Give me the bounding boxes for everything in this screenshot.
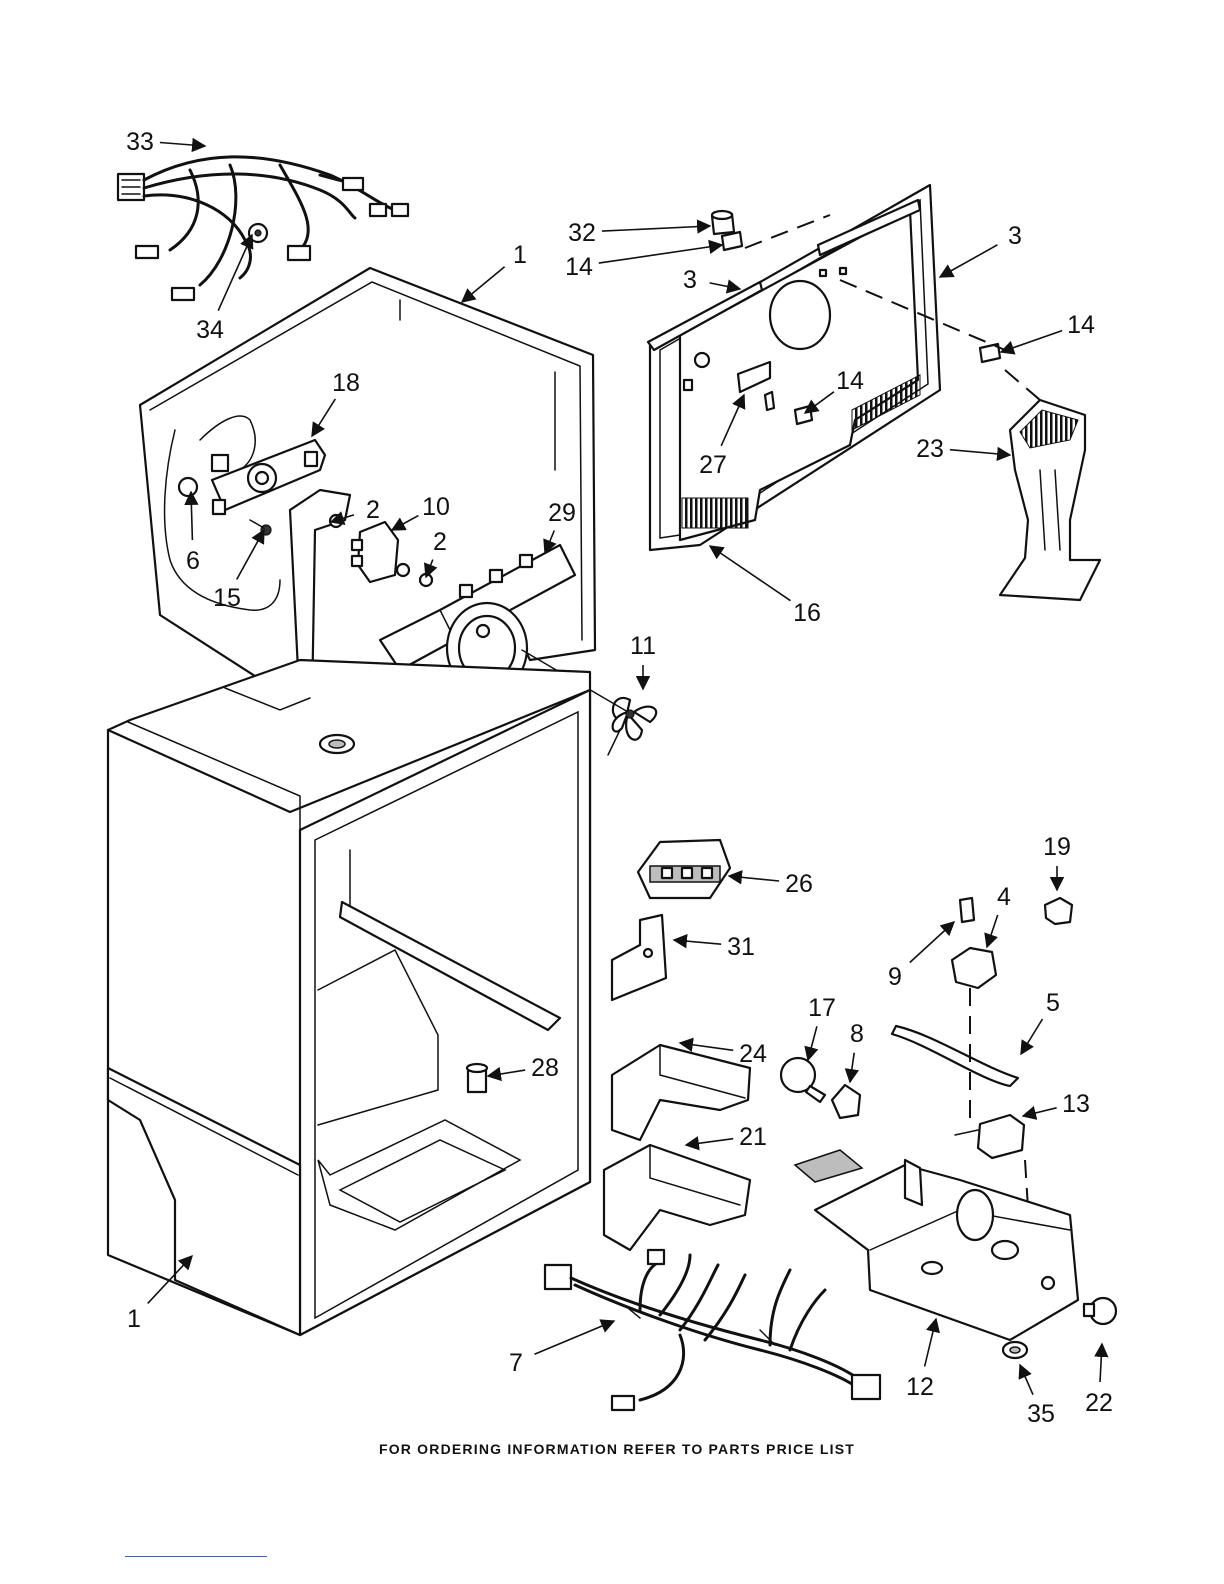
refrigerator-liner [108,660,590,1335]
control-bracket [612,915,666,1000]
callout-label-10: 10 [422,493,450,521]
callout-label-15: 15 [213,584,241,612]
light-shield [612,1045,750,1140]
callout-label-35: 35 [1027,1400,1055,1428]
door-switch [955,1115,1024,1158]
callout-leader-34 [218,235,252,311]
callout-label-11: 11 [630,632,656,660]
callout-label-14: 14 [565,253,593,281]
callout-leader-13 [1023,1108,1057,1116]
callout-leader-35 [1020,1365,1033,1395]
callout-label-13: 13 [1062,1090,1090,1118]
control-knob [1084,1298,1116,1324]
callout-leader-31 [674,940,721,944]
callout-label-27: 27 [699,451,727,479]
callout-label-34: 34 [196,316,224,344]
air-duct [1000,400,1100,600]
callout-leader-23 [950,450,1010,455]
grommet-35 [1003,1342,1027,1358]
callout-leader-33 [160,143,205,147]
callout-leader-12 [925,1319,936,1367]
callout-leader-9 [910,922,954,963]
callout-label-24: 24 [739,1040,767,1068]
callout-label-3: 3 [683,266,697,294]
callout-label-12: 12 [906,1373,934,1401]
control-housing-lower [795,1150,1078,1340]
callout-label-31: 31 [727,933,755,961]
callout-leader-22 [1100,1344,1102,1382]
light-socket [832,1085,860,1118]
callout-label-22: 22 [1085,1389,1113,1417]
callout-label-3: 3 [1008,222,1022,250]
callout-leader-32 [602,226,710,231]
callout-label-17: 17 [808,994,836,1022]
callout-label-28: 28 [531,1054,559,1082]
screw-9 [960,898,974,922]
callout-leader-17 [808,1026,817,1060]
callout-leader-14 [599,245,722,263]
callout-label-21: 21 [739,1123,767,1151]
callout-label-2: 2 [433,528,447,556]
callout-label-29: 29 [548,499,576,527]
evaporator-cover [650,185,940,550]
callout-label-18: 18 [332,369,360,397]
callout-leader-4 [987,915,998,947]
callout-label-16: 16 [793,599,821,627]
callout-label-4: 4 [997,883,1011,911]
callout-label-32: 32 [568,219,596,247]
callout-label-7: 7 [509,1349,523,1377]
callout-label-33: 33 [126,128,154,156]
callout-label-1: 1 [513,241,527,269]
callout-leader-3 [710,283,740,289]
bottom-rule [125,1556,267,1557]
callout-leader-16 [710,546,791,601]
callout-label-14: 14 [836,367,864,395]
callout-label-2: 2 [366,496,380,524]
callout-label-9: 9 [888,963,902,991]
light-bulb [781,1058,825,1102]
callout-leader-8 [850,1053,854,1082]
callout-leader-14 [1001,331,1062,352]
callout-label-6: 6 [186,547,200,575]
callout-label-8: 8 [850,1020,864,1048]
callout-leader-3 [940,245,998,277]
capillary-tube [892,1026,1018,1086]
callout-leader-7 [535,1321,615,1354]
light-socket-sleeve [467,1064,487,1092]
light-cover [604,1145,750,1250]
callout-label-14: 14 [1067,311,1095,339]
spacer-32 [712,211,734,234]
callout-leader-24 [680,1043,733,1050]
control-console [638,840,730,898]
callout-leader-21 [686,1139,733,1145]
wire-harness-lower [545,1250,880,1410]
callout-leader-26 [729,876,779,881]
callout-label-26: 26 [785,870,813,898]
callout-label-19: 19 [1043,833,1071,861]
callout-leader-1 [462,267,505,302]
thermistor-19 [1045,898,1072,924]
callout-leader-5 [1021,1019,1043,1054]
footer-note: FOR ORDERING INFORMATION REFER TO PARTS … [0,1441,1224,1457]
damper-control [952,948,996,988]
callout-label-23: 23 [916,435,944,463]
callout-label-1: 1 [127,1305,141,1333]
callout-label-5: 5 [1046,989,1060,1017]
